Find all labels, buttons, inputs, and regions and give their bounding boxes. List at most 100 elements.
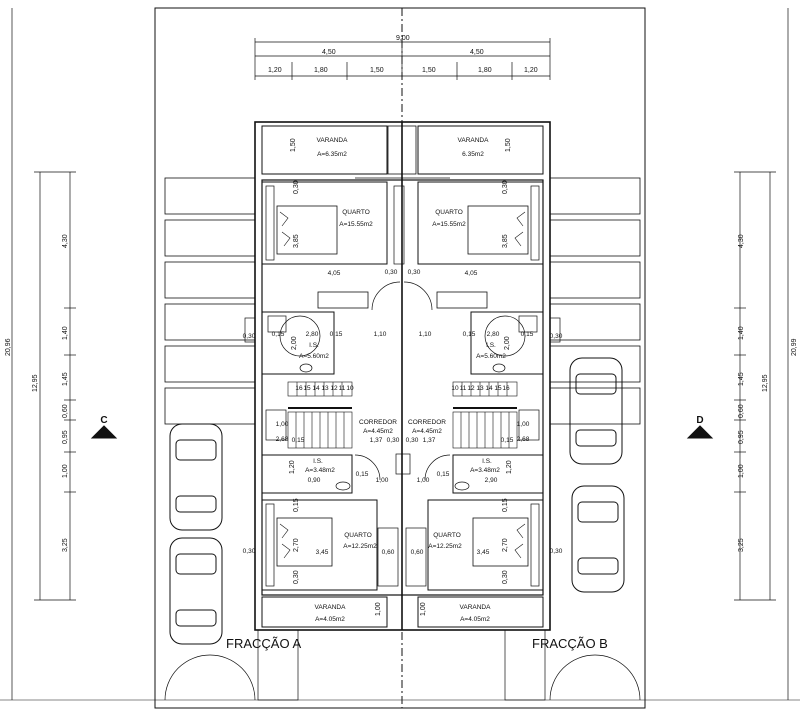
left-dim-segment: 1,00 bbox=[62, 464, 69, 478]
dimension-label: 0,30 bbox=[550, 333, 563, 340]
window-top-a bbox=[265, 185, 275, 261]
dimension-label: 1,00 bbox=[417, 477, 430, 484]
stair-step-number: 10 bbox=[346, 385, 354, 392]
car-left-2 bbox=[169, 537, 223, 645]
dimension-label: 0,15 bbox=[463, 331, 476, 338]
dimension-label: 3,45 bbox=[477, 549, 490, 556]
left-dim-sub: 12,95 bbox=[32, 374, 39, 392]
bathroom-b bbox=[470, 311, 544, 375]
bed-top-b bbox=[467, 205, 529, 255]
section-marker-d-symbol bbox=[686, 425, 714, 439]
dimension-label: 3,85 bbox=[502, 234, 509, 248]
stair-step-number: 13 bbox=[321, 385, 329, 392]
right-dim-segment: 0,95 bbox=[738, 430, 745, 444]
toilet-b bbox=[492, 363, 506, 373]
side-dim-ticks bbox=[34, 171, 776, 601]
stair-step-number: 15 bbox=[494, 385, 502, 392]
dimension-label: 2,80 bbox=[306, 331, 319, 338]
dimension-label: 2,70 bbox=[293, 538, 300, 552]
veranda-bottom-b bbox=[417, 596, 544, 628]
left-dim-segment: 4,30 bbox=[62, 234, 69, 248]
right-dim-segment: 1,00 bbox=[738, 464, 745, 478]
gate-b bbox=[549, 654, 641, 701]
dimension-label: 0,30 bbox=[243, 333, 256, 340]
bed-bottom-a bbox=[276, 517, 333, 567]
room-area: A=5.60m2 bbox=[299, 353, 329, 360]
stair-step-number: 15 bbox=[303, 385, 311, 392]
room-name: QUARTO bbox=[433, 532, 461, 539]
veranda-top-b bbox=[417, 125, 544, 175]
bed-top-a bbox=[276, 205, 338, 255]
gate-a bbox=[164, 654, 256, 701]
dimension-label: 1,00 bbox=[517, 421, 530, 428]
small-wc-a bbox=[261, 454, 353, 494]
room-name: I.S. bbox=[486, 342, 496, 349]
stair-step-number: 12 bbox=[330, 385, 338, 392]
dimension-label: 2,68 bbox=[517, 436, 530, 443]
bedroom-top-b bbox=[417, 181, 544, 265]
stair-step-number: 13 bbox=[476, 385, 484, 392]
fraction-a-label: FRACÇÃO A bbox=[226, 636, 301, 651]
left-dim-segment: 3,25 bbox=[62, 538, 69, 552]
dimension-label: 0,60 bbox=[411, 549, 424, 556]
dimension-label: 1,00 bbox=[276, 421, 289, 428]
right-dim-segment: 1,40 bbox=[738, 326, 745, 340]
car-right-1 bbox=[569, 357, 623, 465]
dimension-label: 1,10 bbox=[374, 331, 387, 338]
plot-boundary bbox=[154, 7, 646, 709]
door-swing-a bbox=[371, 281, 401, 311]
dimension-label: 1,00 bbox=[376, 477, 389, 484]
dimension-label: 1,50 bbox=[505, 138, 512, 152]
toilet-a bbox=[299, 363, 313, 373]
bedroom-top-a bbox=[261, 181, 388, 265]
room-name: I.S. bbox=[313, 458, 323, 465]
dimension-label: 0,15 bbox=[272, 331, 285, 338]
dimension-label: 2,90 bbox=[485, 477, 498, 484]
dimension-label: 0,15 bbox=[330, 331, 343, 338]
dimension-label: 0,15 bbox=[293, 498, 300, 512]
room-name: CORREDOR bbox=[359, 419, 397, 426]
stair-step-number: 16 bbox=[295, 385, 303, 392]
bedroom-bottom-b bbox=[427, 499, 544, 591]
room-area: A=4.05m2 bbox=[315, 616, 345, 623]
room-name: QUARTO bbox=[342, 209, 370, 216]
room-name: VARANDA bbox=[458, 137, 490, 144]
dimension-label: 1,00 bbox=[375, 602, 382, 616]
dimension-label: 0,15 bbox=[502, 498, 509, 512]
section-marker-d: D bbox=[696, 415, 703, 426]
dimension-label: 0,15 bbox=[356, 471, 369, 478]
section-marker-c: C bbox=[100, 415, 107, 426]
stair-step-number: 14 bbox=[312, 385, 320, 392]
dimension-label: 1,10 bbox=[419, 331, 432, 338]
top-dim-half: 4,50 bbox=[470, 49, 484, 56]
top-dim-ticks bbox=[254, 38, 551, 80]
right-dim-segment: 0,60 bbox=[738, 404, 745, 418]
room-area: A=4.45m2 bbox=[363, 428, 393, 435]
room-area: A=15.55m2 bbox=[339, 221, 373, 228]
stair-step-number: 11 bbox=[339, 385, 346, 392]
stair-step-number: 12 bbox=[467, 385, 475, 392]
dimension-label: 2,80 bbox=[487, 331, 500, 338]
dimension-label: 0,30 bbox=[408, 269, 421, 276]
dimension-label: 0,30 bbox=[406, 437, 419, 444]
room-area: A=15.55m2 bbox=[432, 221, 466, 228]
stair-step-number: 11 bbox=[460, 385, 467, 392]
room-area: A=4.05m2 bbox=[460, 616, 490, 623]
dimension-label: 4,05 bbox=[465, 270, 478, 277]
dimension-label: 1,37 bbox=[370, 437, 383, 444]
top-dim-segment: 1,50 bbox=[370, 67, 384, 74]
left-dim-segment: 1,45 bbox=[62, 372, 69, 386]
dimension-label: 1,20 bbox=[506, 460, 513, 474]
pillow-b bbox=[514, 211, 526, 247]
pillow-a bbox=[279, 211, 291, 247]
stair-step-number: 10 bbox=[451, 385, 459, 392]
dimension-label: 3,45 bbox=[316, 549, 329, 556]
parking-stalls-left bbox=[164, 177, 256, 425]
top-dim-segment: 1,20 bbox=[268, 67, 282, 74]
dimension-label: 0,15 bbox=[437, 471, 450, 478]
room-area: A=12.25m2 bbox=[343, 543, 377, 550]
shower-a bbox=[279, 315, 321, 357]
dimension-label: 0,30 bbox=[387, 437, 400, 444]
stairs-b bbox=[452, 381, 518, 449]
